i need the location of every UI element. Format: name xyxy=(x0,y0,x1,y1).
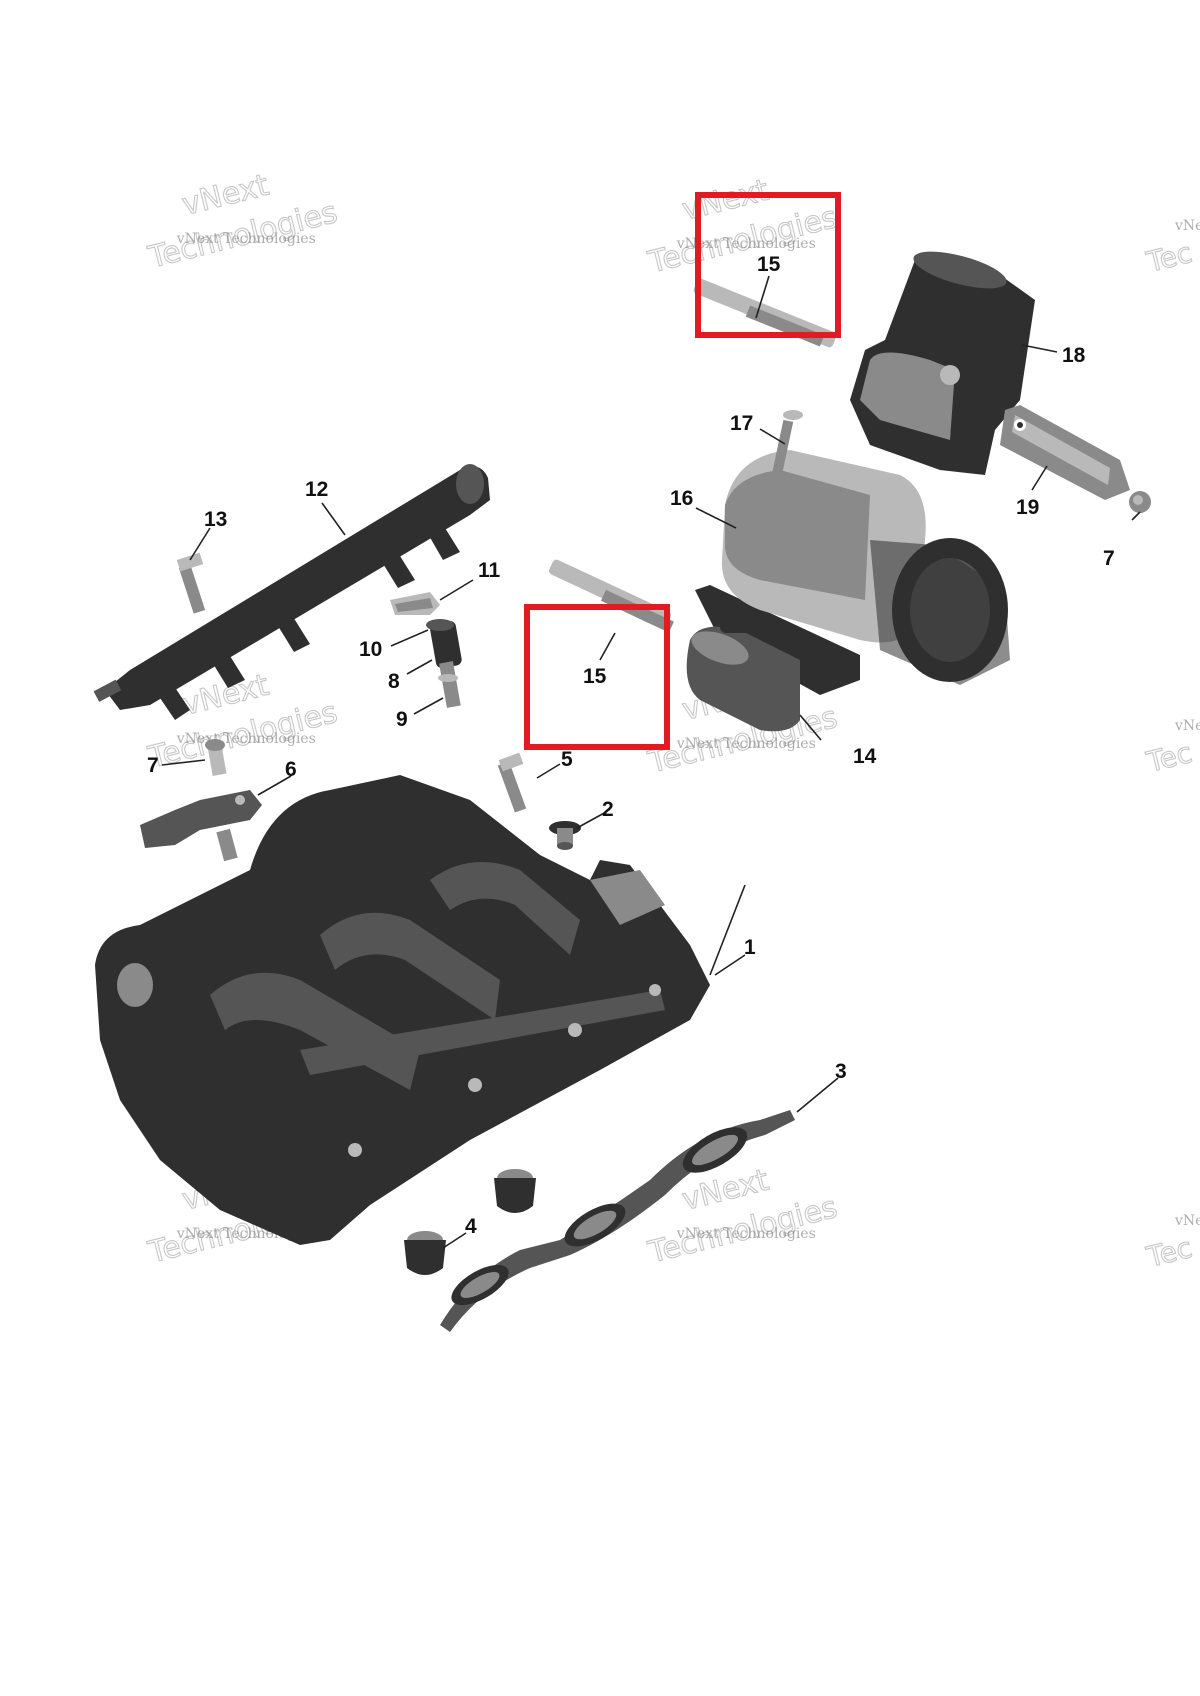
callout-19: 19 xyxy=(1016,496,1039,519)
callout-2: 2 xyxy=(602,798,614,821)
callout-7b: 7 xyxy=(1103,547,1115,570)
callout-12: 12 xyxy=(305,478,328,501)
callout-labels: 1 2 3 4 5 6 7 7 8 9 10 11 12 13 14 15 15… xyxy=(147,253,1115,1238)
watermark-edge-right-3: vNe Tec xyxy=(1142,1213,1200,1275)
nut-7b-part xyxy=(1129,491,1151,513)
callout-1: 1 xyxy=(744,936,756,959)
callout-6: 6 xyxy=(285,758,297,781)
callout-8: 8 xyxy=(388,670,400,693)
svg-text:vNe: vNe xyxy=(1174,218,1200,234)
watermark-edge-right-1: vNe Tec xyxy=(1142,218,1200,280)
svg-text:Tec: Tec xyxy=(1143,236,1196,279)
svg-text:Tec: Tec xyxy=(1143,1231,1196,1274)
callout-14: 14 xyxy=(853,745,877,768)
svg-text:vNe: vNe xyxy=(1174,1213,1200,1229)
svg-text:vNext Technologies: vNext Technologies xyxy=(176,731,316,747)
screw-7a-part xyxy=(205,739,227,776)
intake-manifold-part xyxy=(95,775,710,1245)
highlight-box-top xyxy=(695,192,841,338)
bolt-13-part xyxy=(176,552,206,614)
callout-4: 4 xyxy=(465,1215,477,1238)
svg-text:vNext Technologies: vNext Technologies xyxy=(676,736,816,752)
callout-15a: 15 xyxy=(757,253,781,276)
leader-lines xyxy=(161,275,1141,1249)
watermark-edge-right-2: vNe Tec xyxy=(1142,718,1200,780)
fuel-rail-part xyxy=(93,464,490,720)
bracket-19-part xyxy=(1000,405,1130,500)
bolt-5-part xyxy=(497,752,527,813)
spacer-parts xyxy=(404,1169,536,1275)
intake-adapter-part xyxy=(850,251,1035,475)
watermark-top-left: vNext Technologies vNext Technologies xyxy=(144,167,342,276)
svg-text:vNext Technologies: vNext Technologies xyxy=(676,236,816,252)
sensor-6-part xyxy=(140,790,262,862)
callout-9: 9 xyxy=(396,708,408,731)
gasket-part xyxy=(440,1110,795,1332)
throttle-body-part xyxy=(686,585,860,732)
callout-15b: 15 xyxy=(583,665,607,688)
watermark-top-center: vNext Technologies vNext Technologies xyxy=(644,172,842,281)
callout-11: 11 xyxy=(478,559,501,582)
highlight-box-center xyxy=(524,604,670,750)
grommet-part xyxy=(549,821,581,850)
stud-15b-part xyxy=(549,559,674,633)
clip-11-part xyxy=(390,592,440,615)
fuel-injector-part xyxy=(426,619,462,708)
svg-text:Tec: Tec xyxy=(1143,736,1196,779)
callout-5: 5 xyxy=(561,748,573,771)
bolt-17-part xyxy=(766,410,803,501)
callout-18: 18 xyxy=(1062,344,1086,367)
callout-3: 3 xyxy=(835,1060,847,1083)
callout-13: 13 xyxy=(204,508,227,531)
callout-17: 17 xyxy=(730,412,753,435)
callout-16: 16 xyxy=(670,487,693,510)
callout-7a: 7 xyxy=(147,754,159,777)
callout-10: 10 xyxy=(359,638,382,661)
svg-text:vNext Technologies: vNext Technologies xyxy=(676,1226,816,1242)
svg-text:vNe: vNe xyxy=(1174,718,1200,734)
svg-text:vNext Technologies: vNext Technologies xyxy=(176,231,316,247)
